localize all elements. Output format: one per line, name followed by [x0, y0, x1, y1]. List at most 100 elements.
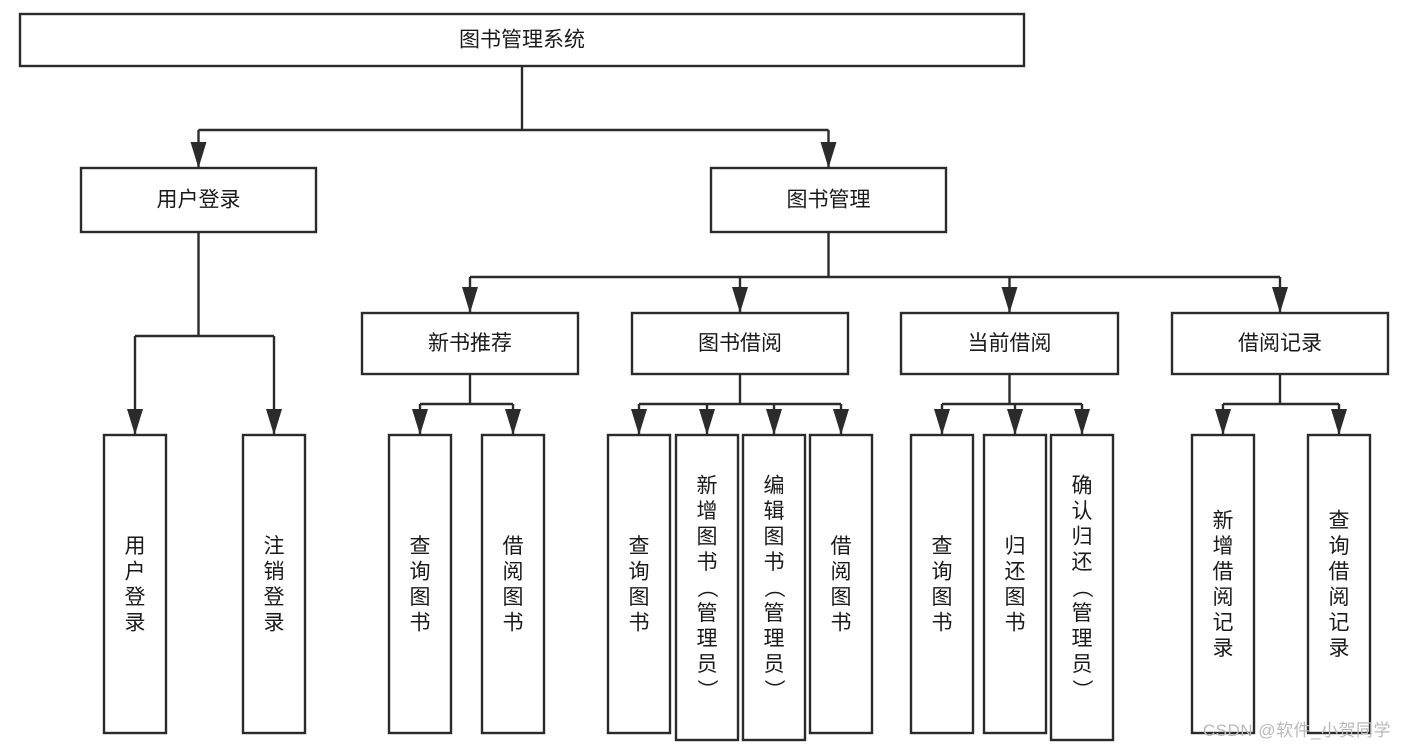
- node-label-char: 员: [764, 653, 785, 676]
- node-label-char: 书: [503, 611, 524, 634]
- node-label-char: 查: [410, 535, 431, 558]
- arrow-head: [266, 409, 282, 435]
- node-label-char: 理: [764, 628, 785, 651]
- node-label-char: 编: [764, 475, 785, 498]
- node-label-char: 图: [932, 586, 953, 609]
- node-book-manage[interactable]: 图书管理: [709, 166, 948, 234]
- node-box: [741, 433, 807, 742]
- arrow-head: [820, 142, 837, 168]
- node-new-book-rec[interactable]: 新书推荐: [360, 311, 580, 376]
- connectors-layer: [127, 66, 1347, 435]
- arrow-head: [1074, 409, 1090, 435]
- node-label-char: 增: [1213, 535, 1234, 558]
- node-box: [1306, 433, 1372, 735]
- node-user-login[interactable]: 用户登录: [79, 166, 318, 234]
- node-label-char: 书: [697, 551, 718, 574]
- node-label-char: 增: [697, 500, 718, 523]
- arrow-head: [1272, 287, 1288, 313]
- node-label-char: 图: [410, 586, 431, 609]
- node-label-char: 图: [1005, 586, 1026, 609]
- node-box: [387, 433, 453, 735]
- node-label-char: 查: [629, 535, 650, 558]
- node-leaf-user-login[interactable]: 用户登录: [102, 433, 168, 735]
- node-label-char: 理: [697, 628, 718, 651]
- node-label: 图书借阅: [698, 332, 782, 355]
- arrow-head: [1331, 409, 1347, 435]
- node-box: [909, 433, 975, 735]
- node-label-char: 询: [629, 560, 650, 583]
- node-box: [480, 433, 546, 735]
- node-label-char: 录: [125, 611, 146, 634]
- node-label-char: 销: [264, 560, 285, 583]
- node-box: [1049, 433, 1115, 742]
- node-label-char: 记: [1329, 611, 1350, 634]
- node-label-char: （: [762, 577, 785, 598]
- node-label-char: 登: [125, 586, 146, 609]
- node-label-char: 户: [125, 560, 146, 583]
- node-label-char: 借: [1213, 560, 1234, 583]
- node-label-char: 员: [697, 653, 718, 676]
- node-label-char: 查: [1329, 509, 1350, 532]
- arrow-head: [934, 409, 950, 435]
- node-box: [982, 433, 1048, 735]
- node-label-char: 询: [1329, 535, 1350, 558]
- node-book-borrow[interactable]: 图书借阅: [630, 311, 850, 376]
- node-box: [18, 12, 1026, 68]
- node-label-char: 图: [697, 526, 718, 549]
- node-label-char: 书: [1005, 611, 1026, 634]
- node-label-char: 阅: [831, 560, 852, 583]
- arrow-head: [699, 409, 715, 435]
- node-label-char: 归: [1072, 526, 1093, 549]
- node-label-char: ）: [1070, 679, 1093, 700]
- node-borrow-record[interactable]: 借阅记录: [1170, 311, 1390, 376]
- node-label-char: 借: [503, 535, 524, 558]
- node-label-char: 还: [1005, 560, 1026, 583]
- node-label-char: 询: [932, 560, 953, 583]
- node-label-char: 理: [1072, 628, 1093, 651]
- node-box: [1170, 311, 1390, 376]
- node-box: [899, 311, 1120, 376]
- node-box: [674, 433, 740, 742]
- node-label-char: 借: [831, 535, 852, 558]
- node-label-char: 图: [503, 586, 524, 609]
- arrow-head: [732, 287, 748, 313]
- node-box: [1190, 433, 1256, 735]
- node-label-char: 查: [932, 535, 953, 558]
- node-label-char: 新: [1213, 509, 1234, 532]
- arrow-head: [631, 409, 647, 435]
- node-box: [241, 433, 307, 735]
- node-label-char: 辑: [764, 500, 785, 523]
- node-label-char: 管: [1072, 602, 1093, 625]
- arrow-head: [127, 409, 143, 435]
- node-current-borrow[interactable]: 当前借阅: [899, 311, 1120, 376]
- node-label: 借阅记录: [1238, 332, 1322, 355]
- arrow-head: [1001, 287, 1018, 313]
- node-label-char: ）: [762, 679, 785, 700]
- nodes-layer: 图书管理系统用户登录图书管理新书推荐图书借阅当前借阅借阅记录用户登录注销登录查询…: [18, 12, 1390, 742]
- node-root[interactable]: 图书管理系统: [18, 12, 1026, 68]
- node-label-char: 登: [264, 586, 285, 609]
- node-label-char: ）: [695, 679, 718, 700]
- arrow-head: [462, 287, 478, 313]
- node-label-char: 还: [1072, 551, 1093, 574]
- node-label-char: 书: [764, 551, 785, 574]
- arrow-head: [505, 409, 521, 435]
- node-label: 用户登录: [157, 189, 241, 212]
- node-label-char: 录: [1329, 637, 1350, 660]
- node-label-char: 书: [932, 611, 953, 634]
- node-label-char: （: [1070, 577, 1093, 598]
